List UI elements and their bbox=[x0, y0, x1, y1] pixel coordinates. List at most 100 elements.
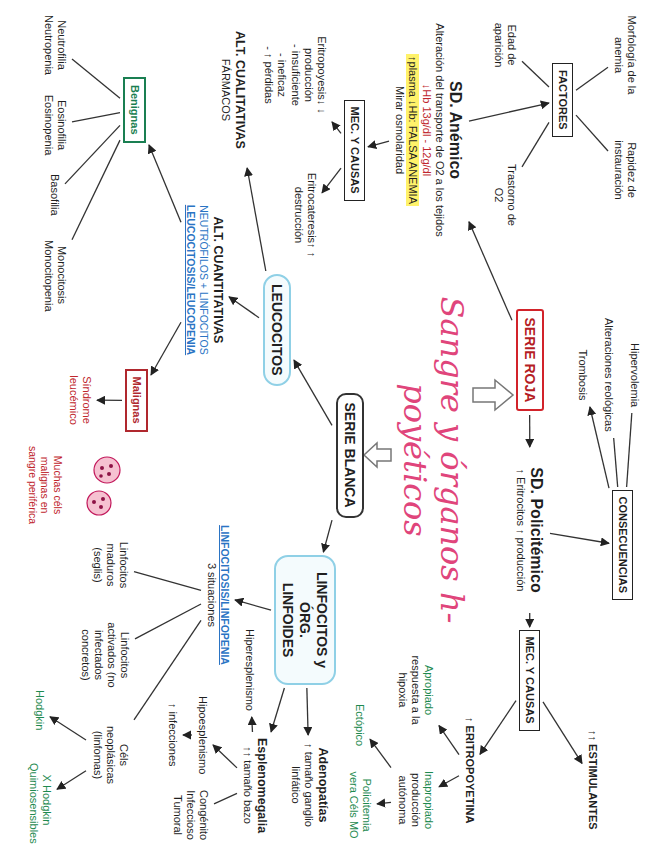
concept-text: Alteraciones reológicas bbox=[601, 315, 616, 435]
node-text: LINFOCITOS y ÓRG. LINFOIDES bbox=[280, 565, 330, 675]
node-text: Ectópico bbox=[353, 704, 366, 746]
malignant-box: Malignas bbox=[125, 369, 148, 432]
node-text: ALT. CUALITATIVAS bbox=[232, 18, 247, 162]
concept-text: Hipoesplenismo bbox=[195, 693, 210, 777]
node-text: Trombosis bbox=[576, 350, 589, 401]
node-text: SERIE BLANCA bbox=[342, 403, 359, 508]
node-text: Monocitosis Monocitopenia bbox=[42, 240, 68, 310]
connector-arrow bbox=[614, 438, 618, 487]
node-text: Neutrofilia Neutropenia bbox=[42, 12, 68, 78]
node-text: Eritrocateresis↑ ↑ destrucción bbox=[292, 158, 318, 272]
note-label: Muchas céls malignas en sangre periféric… bbox=[26, 440, 64, 530]
series-box: SERIE BLANCA bbox=[336, 393, 365, 518]
node-text: Esplenomegalia bbox=[254, 738, 269, 832]
node-text: Policitemia vera Céls MO bbox=[347, 771, 373, 840]
node-text: NEUTRÓFILOS + LINFOCITOS bbox=[197, 188, 210, 372]
node-text: ↑ infecciones bbox=[166, 703, 179, 767]
connector-arrow bbox=[235, 600, 271, 610]
concept-text: Edad de aparición bbox=[491, 9, 519, 81]
node-text: Apropiado bbox=[422, 641, 435, 740]
label-box: FACTORES bbox=[552, 63, 573, 137]
connector-arrow bbox=[576, 115, 608, 151]
label-box: MEC. Y CAUSAS bbox=[519, 630, 540, 731]
concept-text: Eritropoyesis↓ ↓ producción- insuficient… bbox=[261, 10, 329, 140]
connector-arrow bbox=[480, 701, 516, 755]
concept-text: SD. Policitémico↑ Eritrocitos ↑ producci… bbox=[513, 450, 547, 610]
connector-arrow bbox=[307, 688, 308, 735]
node-text: Hodgkin bbox=[33, 690, 46, 730]
node-text: - insuficiente bbox=[288, 13, 301, 137]
node-text: Malignas bbox=[130, 377, 143, 424]
diagram-title: Sangre y órganos h-poyéticos bbox=[396, 295, 470, 625]
concept-text: Ectópico bbox=[352, 701, 367, 749]
connector-arrow bbox=[149, 145, 181, 222]
node-text: Eritropoyesis↓ ↓ producción bbox=[302, 13, 328, 137]
connector-arrow bbox=[151, 322, 181, 375]
connector-arrow bbox=[65, 125, 120, 183]
node-text: Infeccioso bbox=[184, 790, 197, 840]
benign-box: Benignas bbox=[123, 77, 146, 143]
concept-text: ALT. CUANTITATIVASNEUTRÓFILOS + LINFOCIT… bbox=[184, 185, 226, 375]
connector-arrow bbox=[271, 688, 284, 732]
connector-arrow bbox=[529, 613, 530, 627]
node-text: Edad de aparición bbox=[492, 12, 518, 78]
connector-arrow bbox=[57, 771, 86, 789]
connector-arrow bbox=[439, 726, 459, 755]
concept-text: ↑ infecciones bbox=[165, 700, 180, 770]
connector-arrow bbox=[439, 776, 459, 787]
node-text: Hipervolemia bbox=[628, 343, 641, 407]
node-text: Céls neoplásicas (linfomas) bbox=[90, 716, 130, 795]
concept-text: LINFOCITOSIS/LINFOPENIA3 situaciones bbox=[204, 505, 232, 685]
concept-text: Eosinofilia Eosinopenia bbox=[41, 89, 69, 161]
node-text: ↓Hb 13g/dl - 12g/dl bbox=[419, 13, 432, 247]
node-text: SERIE ROJA bbox=[522, 318, 539, 403]
node-text: - ineficaz bbox=[275, 13, 288, 137]
concept-text: Eritrocateresis↑ ↑ destrucción bbox=[291, 155, 319, 275]
node-text: ALT. CUANTITATIVAS bbox=[210, 188, 225, 372]
concept-text: Esplenomegalia↑↑ tamaño bazo bbox=[240, 735, 270, 835]
concept-text: CongénitoInfecciosoTumoral bbox=[169, 787, 211, 843]
concept-text: Inapropiadoproducción autónoma bbox=[394, 760, 436, 840]
connector-arrow bbox=[247, 168, 266, 271]
concept-text: Síndrome leucémico bbox=[66, 360, 94, 440]
node-text: CONSECUENCIAS bbox=[616, 497, 629, 594]
concept-text: Trombosis bbox=[575, 347, 590, 404]
node-text: ↑ Eritrocitos ↑ producción bbox=[514, 453, 527, 607]
node-text: SD. Policitémico bbox=[527, 453, 546, 607]
connector-arrow bbox=[522, 61, 549, 87]
node-text: Linfocitos maduros (seglis) bbox=[90, 528, 130, 602]
concept-text: X Hodgkin Quimiosensibles bbox=[26, 760, 54, 840]
concept-text: Morfología de la anemia bbox=[611, 10, 639, 100]
node-text: Adenopatías bbox=[316, 741, 331, 830]
connector-arrow bbox=[543, 702, 582, 764]
concept-text: Monocitosis Monocitopenia bbox=[41, 237, 69, 313]
node-text: Hipoesplenismo bbox=[196, 696, 209, 774]
concept-text: Trastorno de O2 bbox=[491, 155, 519, 235]
concept-text: Adenopatías↑ tamaño ganglio linfático bbox=[288, 738, 331, 833]
node-text: X Hodgkin Quimiosensibles bbox=[27, 763, 53, 837]
node-text: LEUCOCITOS bbox=[269, 284, 286, 376]
connector-arrow bbox=[370, 739, 391, 767]
connector-arrow bbox=[377, 802, 391, 803]
node-text: - ↑ pérdidas bbox=[262, 13, 275, 137]
connector-arrow bbox=[368, 141, 389, 147]
node-text: FÁRMACOS bbox=[219, 18, 232, 162]
connector-arrow bbox=[627, 413, 632, 487]
connector-arrow bbox=[97, 400, 122, 402]
label-box: CONSECUENCIAS bbox=[612, 490, 633, 601]
concept-text: Hiperesplenismo bbox=[242, 626, 257, 714]
node-text: SD. Anémico bbox=[446, 13, 465, 247]
node-text: Alteraciones reológicas bbox=[602, 318, 615, 432]
connector-arrow bbox=[529, 415, 530, 447]
connector-arrow bbox=[323, 520, 332, 552]
connector-arrow bbox=[550, 533, 609, 543]
connector-arrow bbox=[135, 604, 201, 639]
concept-text: Linfocitos activados (no infectados conc… bbox=[78, 610, 133, 700]
connector-arrow bbox=[522, 122, 549, 167]
node-text: respuesta a la hipoxia bbox=[395, 641, 421, 740]
node-text: producción autónoma bbox=[395, 763, 421, 837]
connector-arrow bbox=[72, 59, 120, 98]
concept-text: Hodgkin bbox=[32, 687, 47, 733]
node-text: Trastorno de O2 bbox=[492, 158, 518, 232]
concept-text: Linfocitos maduros (seglis) bbox=[89, 525, 131, 605]
